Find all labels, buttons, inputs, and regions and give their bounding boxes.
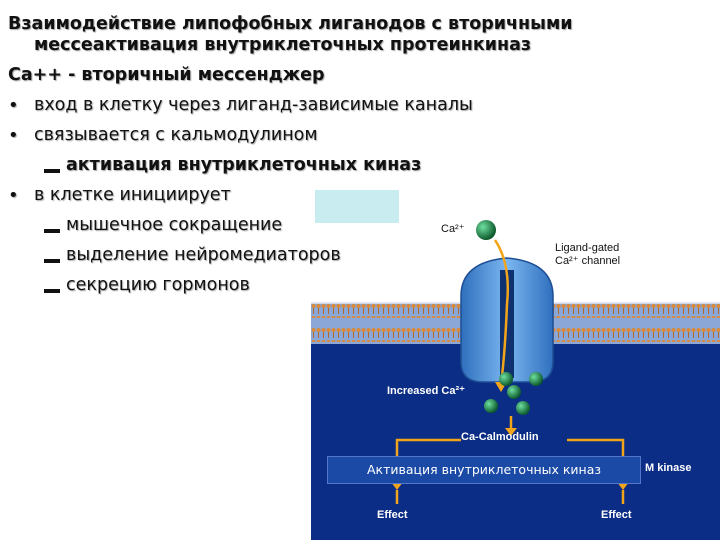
title-line-1: Взаимодействие липофобных лиганодов с вт… xyxy=(8,14,573,34)
increased-ca-label: Increased Ca²⁺ xyxy=(387,385,465,397)
ca-ion-icon xyxy=(507,385,521,399)
subtitle: Са++ - вторичный мессенджер xyxy=(8,65,325,85)
dash-bullet-icon xyxy=(44,229,60,233)
channel-label: Ligand-gated Ca²⁺ channel xyxy=(555,242,620,268)
branch-arrowhead xyxy=(391,482,403,490)
bullet-icon: • xyxy=(8,125,19,146)
ca-ion-label: Ca²⁺ xyxy=(441,223,465,235)
bullet-text: мышечное сокращение xyxy=(66,215,283,235)
effect-label-right: Effect xyxy=(601,509,632,521)
bullet-item: • в клетке инициирует xyxy=(8,185,720,206)
branch-arrowhead xyxy=(617,482,629,490)
cyan-box xyxy=(315,190,399,223)
slide-text: Взаимодействие липофобных лиганодов с вт… xyxy=(8,14,720,296)
calmodulin-arrowhead xyxy=(505,428,517,436)
figure-graphics xyxy=(311,220,720,504)
bullet-text: связывается с кальмодулином xyxy=(34,125,318,145)
effect-label-left: Effect xyxy=(377,509,408,521)
sub-bullet-item: выделение нейромедиаторов xyxy=(8,245,720,266)
dash-bullet-icon xyxy=(44,169,60,173)
dash-bullet-icon xyxy=(44,289,60,293)
bullet-text: активация внутриклеточных киназ xyxy=(66,155,422,175)
dash-bullet-icon xyxy=(44,259,60,263)
bullet-text: в клетке инициирует xyxy=(34,185,231,205)
ca-ion-icon xyxy=(476,220,496,240)
ca-ion-icon xyxy=(499,372,513,386)
sub-bullet-item: активация внутриклеточных киназ xyxy=(8,155,720,176)
ca-ion-icon xyxy=(484,399,498,413)
slide-title: Взаимодействие липофобных лиганодов с вт… xyxy=(8,14,720,56)
channel-label-line-2: Ca²⁺ channel xyxy=(555,255,621,267)
sub-bullet-item: секрецию гормонов xyxy=(8,275,720,296)
kinase-label: M kinase xyxy=(645,462,692,474)
bullet-icon: • xyxy=(8,185,19,206)
bullet-text: вход в клетку через лиганд-зависимые кан… xyxy=(34,95,473,115)
entry-arrow xyxy=(493,239,510,385)
ca-ion-icon xyxy=(516,401,530,415)
calmodulin-label: Ca-Calmodulin xyxy=(461,431,539,443)
bullet-item: • вход в клетку через лиганд-зависимые к… xyxy=(8,95,720,116)
bullet-item: • связывается с кальмодулином xyxy=(8,125,720,146)
sub-bullet-item: мышечное сокращение xyxy=(8,215,720,236)
ca-ion-icon xyxy=(529,372,543,386)
bullet-text: секрецию гормонов xyxy=(66,275,250,295)
channel-label-line-1: Ligand-gated xyxy=(555,242,620,254)
bullet-text: выделение нейромедиаторов xyxy=(66,245,341,265)
caption-box: Активация внутриклеточных киназ xyxy=(327,456,641,484)
title-line-2: мессеактивация внутриклеточных протеинки… xyxy=(34,35,532,55)
bullet-icon: • xyxy=(8,95,19,116)
